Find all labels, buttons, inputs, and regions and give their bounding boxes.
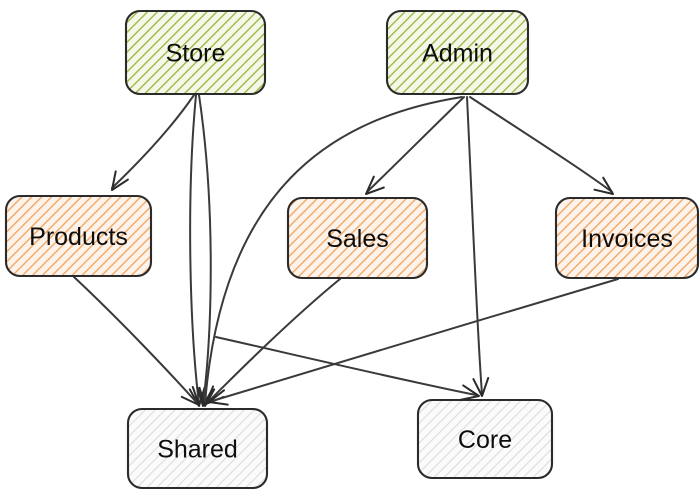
arrowhead	[188, 386, 206, 407]
node-label: Products	[29, 223, 128, 251]
edge-invoices-shared	[208, 278, 619, 406]
arrowhead	[111, 170, 129, 191]
node-admin[interactable]: Admin	[385, 9, 530, 96]
edge-layer	[73, 94, 619, 407]
arrowhead	[198, 386, 216, 407]
edge-path	[111, 94, 195, 189]
edge-admin-core	[466, 96, 490, 397]
node-label: Shared	[157, 436, 238, 464]
node-products[interactable]: Products	[4, 194, 153, 278]
node-core[interactable]: Core	[416, 398, 554, 480]
node-box[interactable]	[4, 194, 153, 278]
arrowhead	[208, 389, 229, 406]
node-label: Sales	[326, 225, 389, 253]
node-label: Store	[166, 40, 226, 68]
edge-store-products	[111, 94, 195, 191]
arrowhead	[472, 377, 490, 397]
arrowhead	[459, 384, 480, 401]
edge-path	[366, 96, 465, 193]
edge-products-shared	[73, 276, 200, 406]
arrowhead	[365, 175, 385, 195]
node-shared[interactable]: Shared	[126, 407, 269, 490]
edge-path	[215, 336, 477, 396]
node-sales[interactable]: Sales	[286, 196, 429, 280]
edge-admin-shared	[198, 96, 463, 407]
edge-sales-core	[215, 336, 480, 401]
node-store[interactable]: Store	[124, 9, 267, 96]
edge-path	[469, 96, 613, 193]
node-label: Invoices	[581, 225, 673, 253]
node-box[interactable]	[286, 196, 429, 280]
edge-admin-sales	[365, 96, 465, 195]
node-invoices[interactable]: Invoices	[554, 196, 700, 280]
node-label: Admin	[422, 40, 493, 68]
edge-path	[207, 278, 341, 403]
node-label: Core	[458, 426, 512, 454]
arrowhead	[593, 176, 614, 195]
edge-path	[198, 94, 212, 405]
node-box[interactable]	[385, 9, 530, 96]
edge-admin-invoices	[469, 96, 614, 195]
edge-path	[73, 276, 198, 404]
edge-path	[189, 94, 200, 405]
node-box[interactable]	[554, 196, 700, 280]
edge-store-shared-a	[188, 94, 206, 407]
edge-path	[211, 278, 619, 402]
node-box[interactable]	[416, 398, 554, 480]
node-box[interactable]	[124, 9, 267, 96]
arrowhead	[180, 386, 200, 406]
edge-sales-shared	[205, 278, 341, 405]
edge-path	[204, 96, 463, 405]
node-box[interactable]	[126, 407, 269, 490]
edge-path	[466, 96, 483, 395]
